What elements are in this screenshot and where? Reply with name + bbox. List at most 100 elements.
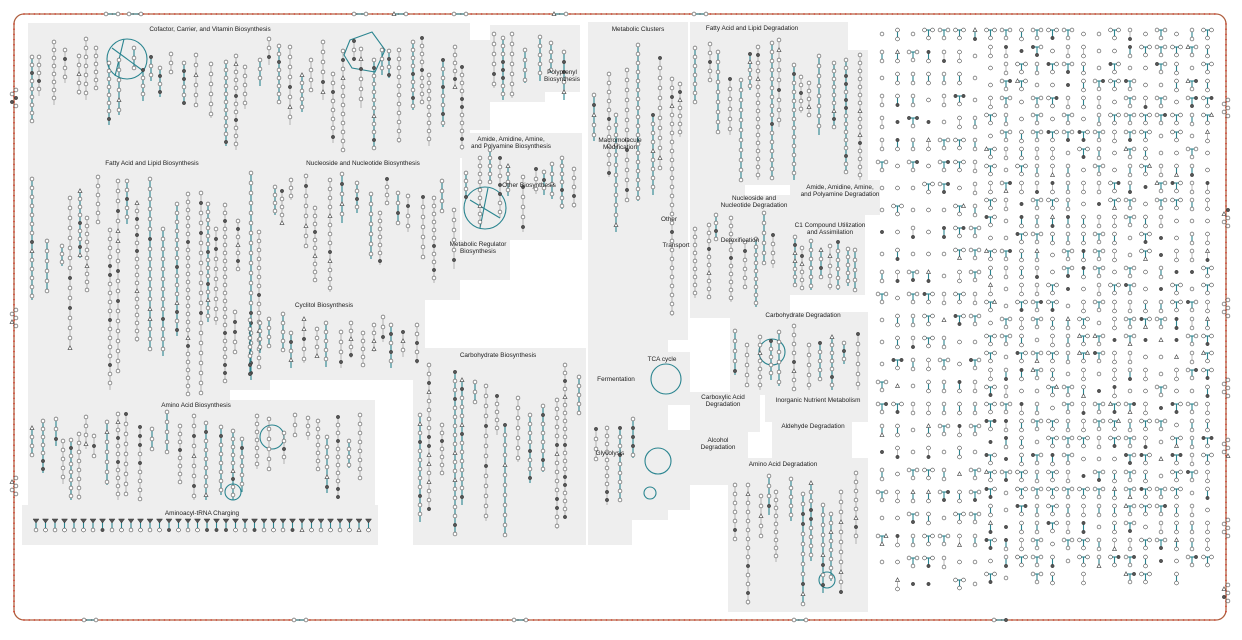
- compound-node: [907, 50, 911, 54]
- compound-node: [770, 167, 774, 171]
- compound-node: [141, 76, 145, 80]
- membrane-dot: [522, 13, 524, 15]
- region-carb-degr[interactable]: [730, 312, 868, 395]
- compound-node: [427, 417, 431, 421]
- compound-node: [800, 254, 803, 257]
- compound-node: [1066, 428, 1070, 432]
- compound-node: [938, 138, 942, 142]
- compound-node: [1206, 198, 1210, 202]
- compound-node: [1155, 45, 1159, 49]
- compound-node: [1047, 487, 1051, 491]
- compound-node: [1132, 453, 1136, 457]
- membrane-dot: [60, 619, 62, 621]
- compound-node: [792, 72, 795, 75]
- compound-node: [117, 108, 121, 112]
- compound-node: [739, 168, 743, 172]
- membrane-dot: [13, 143, 15, 145]
- compound-node: [900, 204, 904, 208]
- compound-node: [1144, 287, 1148, 291]
- membrane-dot: [190, 13, 192, 15]
- membrane-dot: [1225, 257, 1227, 259]
- compound-node: [927, 270, 931, 274]
- region-detox[interactable]: [690, 235, 790, 318]
- region-cofactor[interactable]: [28, 23, 490, 158]
- compound-node: [453, 53, 457, 57]
- compound-node: [821, 543, 825, 547]
- compound-node: [896, 410, 899, 413]
- compound-node: [1113, 538, 1117, 542]
- compound-node: [832, 69, 836, 73]
- compound-node: [993, 215, 997, 219]
- region-amino-degr[interactable]: [728, 458, 868, 612]
- compound-node: [958, 543, 962, 547]
- compound-node: [30, 111, 34, 115]
- compound-node: [418, 449, 422, 453]
- compound-node: [614, 213, 618, 217]
- compound-node: [1066, 530, 1070, 534]
- compound-node: [896, 587, 900, 591]
- compound-node: [829, 512, 833, 516]
- compound-node: [1202, 283, 1206, 287]
- compound-node: [915, 160, 918, 163]
- compound-node: [1144, 555, 1148, 559]
- compound-node: [884, 402, 887, 405]
- compound-node: [809, 544, 813, 548]
- compound-node: [1039, 113, 1043, 117]
- region-carb-biosyn[interactable]: [413, 348, 586, 545]
- compound-node: [758, 335, 762, 339]
- compound-node: [321, 70, 325, 74]
- compound-node: [1093, 79, 1097, 83]
- compound-node: [1140, 453, 1143, 456]
- compound-node: [186, 304, 190, 308]
- compound-node: [328, 250, 331, 253]
- compound-node: [733, 510, 737, 514]
- compound-node: [378, 219, 382, 223]
- compound-node: [1055, 487, 1059, 491]
- region-nucleo-biosyn[interactable]: [270, 158, 460, 300]
- compound-node: [257, 275, 261, 279]
- compound-node: [577, 402, 581, 406]
- compound-node: [361, 339, 365, 343]
- compound-node: [670, 311, 674, 315]
- compound-node: [186, 216, 190, 220]
- membrane-dot: [767, 619, 769, 621]
- compound-node: [958, 560, 962, 564]
- compound-node: [973, 116, 977, 120]
- compound-node: [733, 369, 736, 372]
- compound-node: [341, 67, 345, 71]
- compound-node: [907, 556, 911, 560]
- membrane-dot: [668, 619, 670, 621]
- membrane-dot: [725, 13, 727, 15]
- membrane-dot: [117, 619, 119, 621]
- compound-node: [993, 198, 997, 202]
- compound-node: [969, 424, 973, 428]
- membrane-dot: [725, 619, 727, 621]
- compound-node: [807, 81, 811, 85]
- compound-node: [361, 363, 365, 367]
- compound-node: [985, 351, 989, 355]
- compound-node: [769, 371, 773, 375]
- compound-node: [911, 138, 915, 142]
- compound-node: [789, 504, 793, 508]
- compound-node: [460, 97, 463, 100]
- compound-node: [1093, 487, 1097, 491]
- compound-node: [1066, 105, 1070, 109]
- membrane-dot: [75, 13, 77, 15]
- compound-node: [209, 72, 213, 76]
- compound-node: [378, 259, 381, 262]
- compound-node: [478, 164, 482, 168]
- compound-node: [223, 363, 226, 366]
- compound-node: [1082, 474, 1085, 477]
- compound-node: [1155, 504, 1159, 508]
- compound-node: [1190, 351, 1194, 355]
- membrane-dot: [876, 13, 878, 15]
- compound-node: [61, 439, 65, 443]
- compound-node: [844, 82, 847, 85]
- compound-node: [37, 87, 41, 91]
- compound-node: [167, 528, 170, 531]
- compound-node: [219, 443, 223, 447]
- membrane-dot: [13, 444, 15, 446]
- compound-node: [498, 210, 502, 214]
- membrane-dot: [1225, 174, 1227, 176]
- compound-node: [248, 345, 252, 349]
